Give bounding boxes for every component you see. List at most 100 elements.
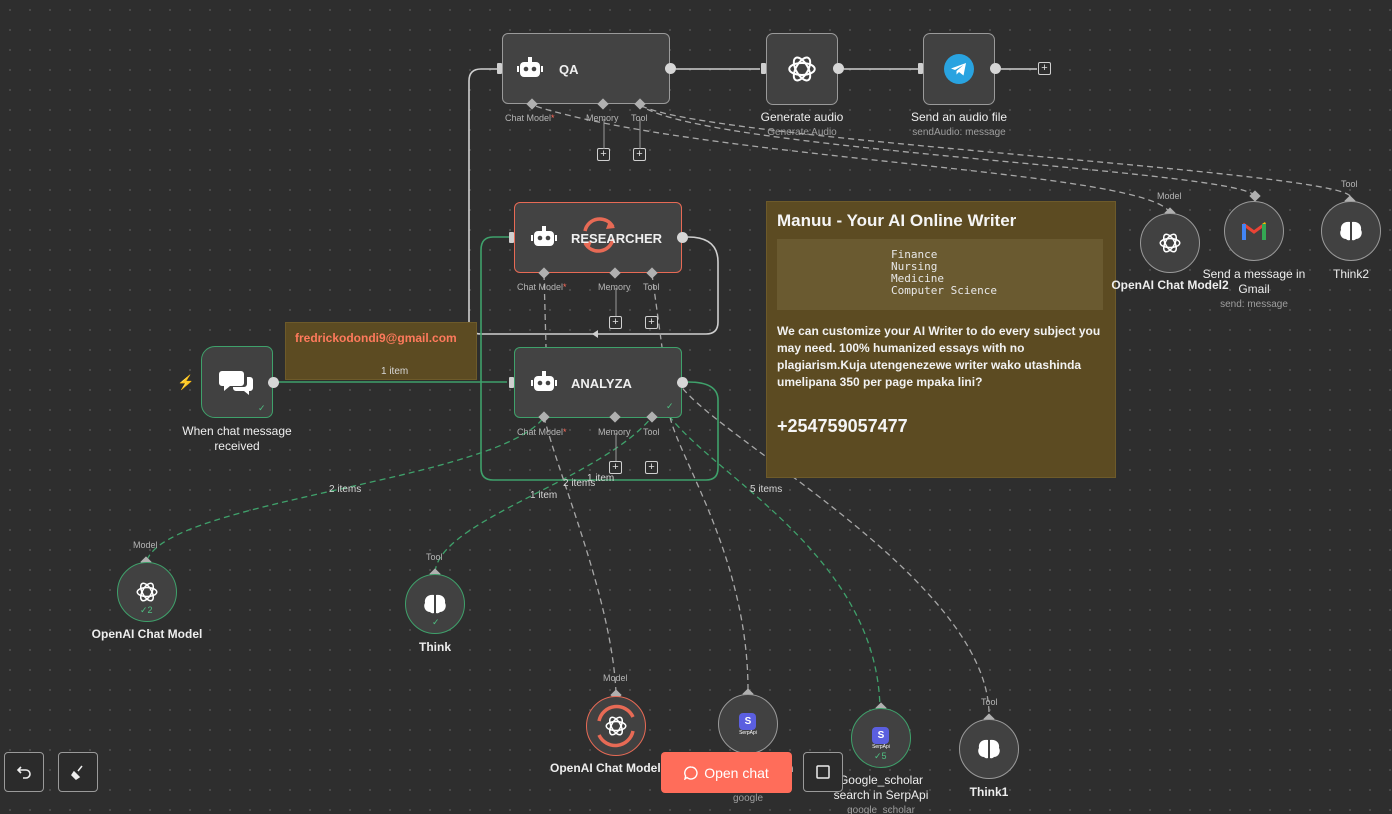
trigger-bolt-icon: ⚡ xyxy=(177,374,195,390)
success-check-icon: ✓ xyxy=(666,401,674,411)
think-node[interactable]: ✓ xyxy=(405,574,465,634)
researcher-tool-label: Tool xyxy=(643,282,660,292)
send-audio-node[interactable] xyxy=(923,33,995,105)
think2-title: Think2 xyxy=(1332,267,1370,281)
generate-audio-input[interactable] xyxy=(761,63,766,74)
qa-tool-stub xyxy=(639,119,641,149)
analyza-add-tool-button[interactable]: + xyxy=(645,461,658,474)
add-next-node-button[interactable]: + xyxy=(1038,62,1051,75)
openai-chat-model-node[interactable]: ✓2 xyxy=(117,562,177,622)
qa-agent-node[interactable]: QA xyxy=(502,33,670,104)
edge-think2-qa xyxy=(639,104,1351,197)
qa-tool-label: Tool xyxy=(631,113,648,123)
ad-body: We can customize your AI Writer to do ev… xyxy=(777,324,1101,389)
researcher-agent-node[interactable]: RESEARCHER xyxy=(514,202,682,273)
ad-title: Manuu - Your AI Online Writer xyxy=(777,211,1017,230)
gmail-icon xyxy=(1242,222,1266,240)
qa-add-tool-button[interactable]: + xyxy=(633,148,646,161)
subject-item: Finance xyxy=(891,248,938,261)
trigger-title: When chat message received xyxy=(182,424,292,453)
running-spinner-icon xyxy=(597,704,635,748)
ad-sticky-note[interactable]: Manuu - Your AI Online Writer Finance Nu… xyxy=(766,201,1116,478)
generate-audio-title: Generate audio xyxy=(760,110,844,124)
gmail-title: Send a message in Gmail xyxy=(1202,267,1306,296)
researcher-add-tool-button[interactable]: + xyxy=(645,316,658,329)
openai-chat-model-title: OpenAI Chat Model xyxy=(91,627,203,641)
researcher-chat-model-label: Chat Model* xyxy=(517,282,567,292)
analyza-memory-stub xyxy=(615,433,617,463)
qa-output-handle[interactable] xyxy=(665,63,676,74)
stop-button[interactable] xyxy=(803,752,843,792)
undo-icon xyxy=(16,766,31,779)
port-label: Tool xyxy=(1341,179,1358,189)
generate-audio-subtitle: Generate Audio xyxy=(767,127,837,138)
openai-icon xyxy=(605,716,627,736)
trigger-output-handle[interactable] xyxy=(268,377,279,388)
qa-memory-stub xyxy=(603,119,605,149)
success-count-badge: ✓5 xyxy=(874,751,887,761)
openai-chat-model2-node[interactable] xyxy=(1140,213,1200,273)
send-audio-title: Send an audio file xyxy=(910,110,1008,124)
edge-gmail-qa xyxy=(639,104,1256,197)
analyza-tool-label: Tool xyxy=(643,427,660,437)
generate-audio-node[interactable] xyxy=(766,33,838,105)
edge-scholar-analyza xyxy=(669,416,881,713)
send-audio-input[interactable] xyxy=(918,63,923,74)
brain-icon xyxy=(424,594,446,614)
google-serpapi-subtitle: google xyxy=(732,793,764,804)
qa-add-memory-button[interactable]: + xyxy=(597,148,610,161)
google-scholar-serpapi-node[interactable]: S SerpApi ✓5 xyxy=(851,708,911,768)
edge-model1-analyza xyxy=(543,416,617,694)
edge-loop-arrow xyxy=(592,330,598,338)
analyza-output-handle[interactable] xyxy=(677,377,688,388)
think1-node[interactable] xyxy=(959,719,1019,779)
ad-phone: +254759057477 xyxy=(777,416,908,436)
analyza-memory-label: Memory xyxy=(598,427,631,437)
edge-think-analyza xyxy=(434,416,653,573)
think1-title: Think1 xyxy=(969,785,1009,799)
open-chat-label: Open chat xyxy=(704,764,769,781)
port-label: Tool xyxy=(981,697,998,707)
edge-tools-researcher xyxy=(651,273,663,348)
openai-icon xyxy=(136,582,158,602)
send-audio-output[interactable] xyxy=(990,63,1001,74)
broom-icon xyxy=(71,765,83,780)
chat-icon xyxy=(684,765,698,780)
qa-input-handle[interactable] xyxy=(497,63,502,74)
analyza-input-handle[interactable] xyxy=(509,377,514,388)
google-scholar-serpapi-subtitle: google_scholar xyxy=(847,805,915,814)
edge-label: 1 item xyxy=(530,490,558,501)
port-label: Model xyxy=(133,540,158,550)
think2-node[interactable] xyxy=(1321,201,1381,261)
openai-chat-model1-node[interactable] xyxy=(586,696,646,756)
success-check-icon: ✓ xyxy=(432,617,440,627)
gmail-node[interactable] xyxy=(1224,201,1284,261)
researcher-title: RESEARCHER xyxy=(571,231,663,246)
chat-bubbles-icon xyxy=(219,371,253,395)
analyza-chat-model-label: Chat Model* xyxy=(517,427,567,437)
subject-item: Nursing xyxy=(891,260,938,273)
open-chat-button[interactable]: Open chat xyxy=(661,752,792,793)
running-spinner-icon xyxy=(583,217,615,253)
generate-audio-output[interactable] xyxy=(833,63,844,74)
edge-label: 2 items xyxy=(329,484,362,495)
analyza-agent-node[interactable]: ANALYZA ✓ xyxy=(514,347,682,418)
serpapi-icon: S xyxy=(739,712,757,730)
edge-model1-researcher xyxy=(543,273,547,348)
undo-button[interactable] xyxy=(4,752,44,792)
researcher-output-handle[interactable] xyxy=(677,232,688,243)
google-serpapi-node[interactable]: S SerpApi xyxy=(718,694,778,754)
researcher-memory-stub xyxy=(615,288,617,318)
robot-icon xyxy=(531,226,557,246)
analyza-add-memory-button[interactable]: + xyxy=(609,461,622,474)
chat-trigger-node[interactable]: ✓ xyxy=(201,346,273,418)
port-label: Model xyxy=(603,673,628,683)
send-audio-subtitle: sendAudio: message xyxy=(912,127,1006,138)
tidy-up-button[interactable] xyxy=(58,752,98,792)
researcher-input-handle[interactable] xyxy=(509,232,514,243)
qa-title: QA xyxy=(559,62,579,77)
researcher-add-memory-button[interactable]: + xyxy=(609,316,622,329)
email-sticky-note[interactable]: fredrickodondi9@gmail.com xyxy=(285,322,477,380)
edge-label: 1 item xyxy=(587,473,615,484)
